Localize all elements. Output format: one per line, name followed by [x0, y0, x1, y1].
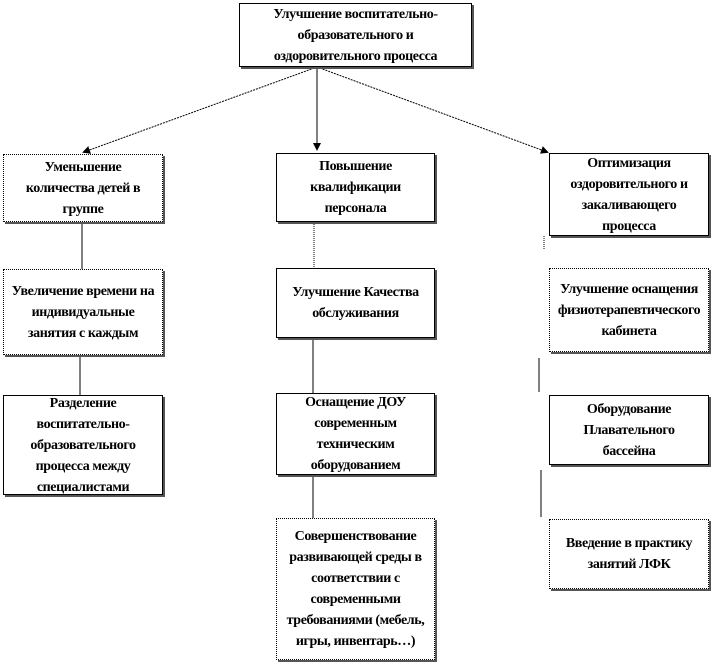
col3-item-box: Оборудование Плавательного бассейна [549, 395, 709, 465]
col1-item-box: Разделение воспитательно-образовательног… [3, 395, 163, 495]
col3-head-box: Оптимизация оздоровительного и закаливаю… [549, 153, 709, 236]
col3-item-box: Улучшение оснащения физиотерапевтическог… [549, 268, 709, 352]
col2-head-box: Повышение квалификации персонала [276, 153, 435, 222]
arrow-to-col3 [316, 66, 549, 154]
col2-item-box: Оснащение ДОУ современным техническим об… [276, 393, 435, 475]
col2-item-box: Совершенствование развивающей среды в со… [276, 518, 435, 660]
col3-item-box: Введение в практику занятий ЛФК [549, 519, 709, 589]
col1-item-box: Увеличение времени на индивидуальные зан… [3, 269, 163, 355]
arrow-to-col1 [82, 66, 318, 154]
col1-head-box: Уменьшение количества детей в группе [3, 154, 163, 222]
col2-item-box: Улучшение Качества обслуживания [276, 268, 435, 338]
root-box: Улучшение воспитательно-образовательного… [239, 3, 472, 67]
